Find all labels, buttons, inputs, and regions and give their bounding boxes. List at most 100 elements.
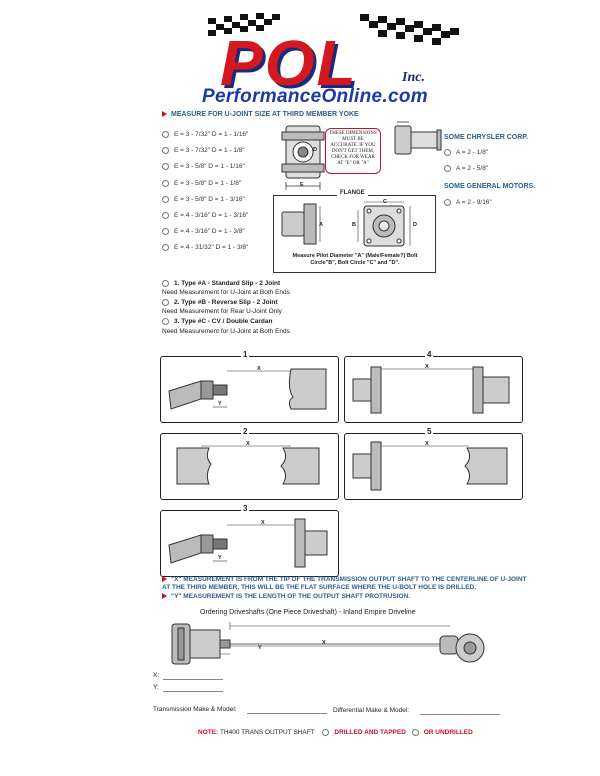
logo-text: POL (220, 27, 358, 99)
type-note: Need Measurement for U-Joint at Both End… (162, 289, 290, 297)
yoke-option[interactable]: E = 4 - 31/32" D = 1 - 3/8" (162, 244, 248, 260)
diagram-number: 5 (425, 427, 434, 436)
footer-option-undrilled[interactable]: OR UNDRILLED (411, 729, 473, 736)
diagram-5: 5 X (344, 427, 523, 500)
type-note: Need Measurement for Rear U-Joint Only (162, 308, 282, 316)
ordering-title: Ordering Driveshafts (One Piece Drivesha… (200, 609, 416, 616)
arrow-icon (162, 576, 167, 583)
footer-option-drilled[interactable]: DRILLED AND TAPPED (322, 729, 406, 736)
yoke-option[interactable]: E = 3 - 7/32" D = 1 - 1/8" (162, 147, 248, 163)
footer: NOTE: TH400 TRANS OUTPUT SHAFT DRILLED A… (198, 729, 473, 736)
transmission-label: Transmission Make & Model: (153, 706, 237, 713)
footer-note-label: NOTE: (198, 729, 219, 737)
yoke-label-e: E (300, 182, 304, 188)
radio-button[interactable] (162, 244, 169, 252)
radio-button[interactable] (411, 729, 419, 736)
yoke-option[interactable]: E = 3 - 5/8" D = 1 - 1/16" (162, 163, 248, 179)
yoke-option[interactable]: E = 3 - 5/8" D = 1 - 3/16" (162, 195, 248, 212)
flange-label-c: C (383, 199, 387, 205)
gm-title: SOME GENERAL MOTORS. (444, 183, 536, 190)
differential-label: Differential Make & Model: (333, 707, 410, 714)
radio-button[interactable] (162, 179, 169, 187)
radio-button[interactable] (162, 163, 169, 171)
radio-button[interactable] (444, 199, 451, 206)
radio-button[interactable] (162, 211, 169, 219)
yoke-diagram (281, 125, 325, 190)
flange-diagram (281, 201, 411, 247)
diagram-x-label: X (246, 441, 250, 447)
diagram-x-label: X (425, 364, 429, 370)
flange-label-d: D (413, 222, 417, 228)
type-option[interactable]: 3. Type #C - CV / Double Cardan (162, 318, 290, 326)
footer-note-text: TH400 TRANS OUTPUT SHAFT (219, 729, 315, 737)
type-option[interactable]: 2. Type #B - Reverse Slip - 2 Joint (162, 299, 290, 306)
flange-label-b: B (352, 222, 356, 228)
driveshaft-diagram (171, 622, 485, 665)
diagram-x-label: X (261, 520, 265, 526)
warning-box: THESE DIMENSIONS MUST BE ACCURATE. IF YO… (325, 128, 381, 174)
radio-button[interactable] (162, 228, 169, 236)
diagram-5-drawing (352, 441, 508, 491)
diagram-number: 4 (425, 350, 434, 359)
arrow-icon (162, 111, 167, 118)
chrysler-option[interactable]: A = 2 - 5/8" (444, 165, 488, 172)
yoke-option[interactable]: E = 3 - 7/32" D = 1 - 1/16" (162, 131, 248, 147)
yoke-option[interactable]: E = 4 - 3/16" D = 1 - 3/16" (162, 211, 248, 228)
gm-option[interactable]: A = 2 - 9/16" (444, 199, 492, 206)
checkered-flag-right-icon (360, 14, 459, 45)
section-title: MEASURE FOR U-JOINT SIZE AT THIRD MEMBER… (162, 111, 359, 118)
logo-site: PerformanceOnline.com (202, 86, 428, 107)
yoke-option[interactable]: E = 4 - 3/16" D = 1 - 3/8" (162, 228, 248, 244)
checkered-flag-left-icon (208, 13, 280, 36)
chrysler-option[interactable]: A = 2 - 1/8" (444, 149, 488, 156)
diagram-2-drawing (176, 445, 320, 485)
radio-button[interactable] (162, 299, 169, 307)
type-option[interactable]: 1. Type #A - Standard Slip - 2 Joint (162, 280, 290, 287)
transmission-input[interactable] (247, 713, 327, 714)
radio-button[interactable] (162, 280, 169, 287)
chrysler-title: SOME CHRYSLER CORP. (444, 134, 529, 141)
radio-button[interactable] (322, 729, 330, 736)
diagram-1: 1 X Y (160, 350, 339, 423)
logo-inc: Inc. (402, 70, 425, 85)
diagram-3-drawing (168, 518, 328, 568)
diagram-2: 2 X (160, 427, 339, 500)
diagram-3: 3 X Y (160, 504, 339, 577)
logo: POL Inc. PerformanceOnline.com (180, 8, 470, 108)
flange-caption: Measure Pilot Diameter "A" (Male/Female?… (292, 253, 418, 266)
field-x-label: X: (153, 672, 160, 679)
field-y-input[interactable] (163, 691, 223, 692)
diagram-y-label: Y (218, 401, 222, 407)
type-note: Need Measurement for U-Joint at Both End… (162, 327, 290, 335)
diagram-number: 1 (241, 350, 250, 359)
diagram-4: 4 X (344, 350, 523, 423)
arrow-icon (162, 593, 167, 600)
diagram-x-label: X (425, 441, 429, 447)
note-x: "X" MEASUREMENT IS FROM THE TIP OF THE T… (162, 576, 527, 591)
type-options: 1. Type #A - Standard Slip - 2 Joint Nee… (162, 280, 290, 335)
diagram-number: 2 (241, 427, 250, 436)
diagram-4-drawing (352, 366, 510, 414)
radio-button[interactable] (162, 131, 169, 138)
yoke-label-d: D (313, 147, 317, 153)
diagram-y-label: Y (218, 555, 222, 561)
diagram-number: 3 (241, 504, 250, 513)
radio-button[interactable] (444, 165, 451, 172)
radio-button[interactable] (444, 149, 451, 156)
ordering-x-label: X (322, 640, 326, 646)
flange-label-a: A (319, 222, 323, 228)
field-y-label: Y: (153, 684, 159, 691)
flange-title: FLANGE (337, 190, 368, 196)
radio-button[interactable] (162, 318, 169, 326)
field-x-input[interactable] (163, 679, 223, 680)
chrysler-yoke-icon (394, 121, 442, 155)
diagram-1-drawing (168, 368, 327, 410)
note-y: "Y" MEASUREMENT IS THE LENGTH OF THE OUT… (162, 593, 532, 600)
ordering-y-label: Y (258, 645, 262, 651)
diagram-x-label: X (257, 366, 261, 372)
yoke-option[interactable]: E = 3 - 5/8" D = 1 - 1/8" (162, 179, 248, 196)
radio-button[interactable] (162, 147, 169, 155)
differential-input[interactable] (420, 714, 500, 715)
radio-button[interactable] (162, 195, 169, 203)
yoke-options: E = 3 - 7/32" D = 1 - 1/16" E = 3 - 7/32… (162, 131, 248, 261)
